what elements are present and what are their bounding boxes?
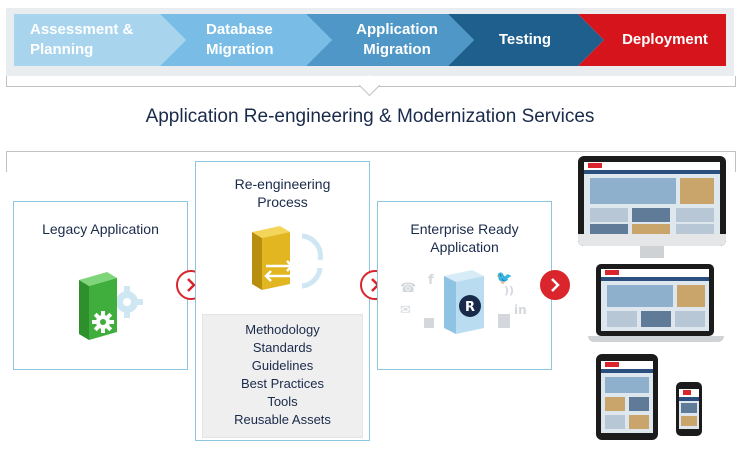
laptop-screen — [601, 269, 709, 331]
list-item: Reusable Assets — [234, 412, 331, 427]
enterprise-logo-text: R — [465, 300, 475, 315]
mail-icon: ✉ — [400, 303, 411, 318]
list-item: Standards — [252, 340, 313, 355]
laptop-device — [588, 264, 724, 348]
process-stages: Assessment & Planning Database Migration… — [0, 0, 740, 80]
yellow-server-convert-icon — [252, 226, 323, 290]
stage-application-migration: Application Migration — [356, 21, 438, 58]
phone-screen — [679, 389, 699, 429]
enterprise-title: Enterprise Ready Application — [410, 221, 519, 255]
tablet-screen — [601, 361, 653, 433]
list-item: Methodology — [245, 322, 320, 337]
legacy-title: Legacy Application — [42, 221, 159, 237]
tablet-device — [596, 354, 658, 440]
stage-shape-application — [306, 14, 474, 66]
stage-shape-testing — [448, 14, 604, 66]
facebook-icon: f — [428, 273, 434, 288]
laptop-base — [588, 336, 724, 342]
building-icon — [498, 314, 510, 328]
twitter-icon: 🐦 — [496, 271, 512, 286]
stage-database-migration: Database Migration — [206, 21, 274, 58]
green-server-gear-icon — [79, 272, 143, 340]
stage-shape-database — [160, 14, 332, 66]
stage-shape-assessment — [14, 14, 186, 66]
stage-shape-deployment — [578, 14, 726, 66]
desktop-monitor-device — [578, 156, 726, 260]
rss-icon: )) — [504, 284, 514, 297]
list-item: Guidelines — [251, 358, 314, 373]
phone-device — [676, 382, 702, 436]
linkedin-icon: in — [514, 303, 527, 317]
social-icons-cluster: f ☎ ✉ 🐦 )) in — [400, 271, 527, 328]
list-item: Tools — [267, 394, 298, 409]
chevron-right-icon — [187, 278, 196, 292]
diagram-title: Application Re-engineering & Modernizati… — [145, 106, 595, 127]
reengineering-title: Re-engineering Process — [234, 176, 331, 210]
phone-icon: ☎ — [400, 281, 416, 296]
chevron-right-icon — [551, 278, 560, 292]
reengineering-items: Methodology Standards Guidelines Best Pr… — [202, 314, 363, 438]
stage-testing: Testing — [498, 31, 552, 48]
enterprise-ready-box: Enterprise Ready Application f ☎ ✉ 🐦 )) … — [377, 201, 552, 370]
stages-background — [6, 8, 734, 76]
bottom-bracket — [6, 151, 736, 172]
next-arrow-3 — [540, 270, 570, 300]
reengineering-process-box: Re-engineering Process Methodology Stand… — [195, 161, 370, 441]
stage-assessment: Assessment & Planning — [30, 21, 134, 58]
list-item: Best Practices — [240, 376, 325, 391]
blue-server-logo-icon: R — [444, 270, 484, 334]
document-icon — [424, 318, 434, 328]
stage-deployment: Deployment — [622, 31, 708, 48]
monitor-chin — [578, 234, 726, 246]
legacy-application-box: Legacy Application — [13, 201, 188, 370]
monitor-screen — [584, 162, 720, 240]
monitor-stand — [640, 246, 664, 258]
